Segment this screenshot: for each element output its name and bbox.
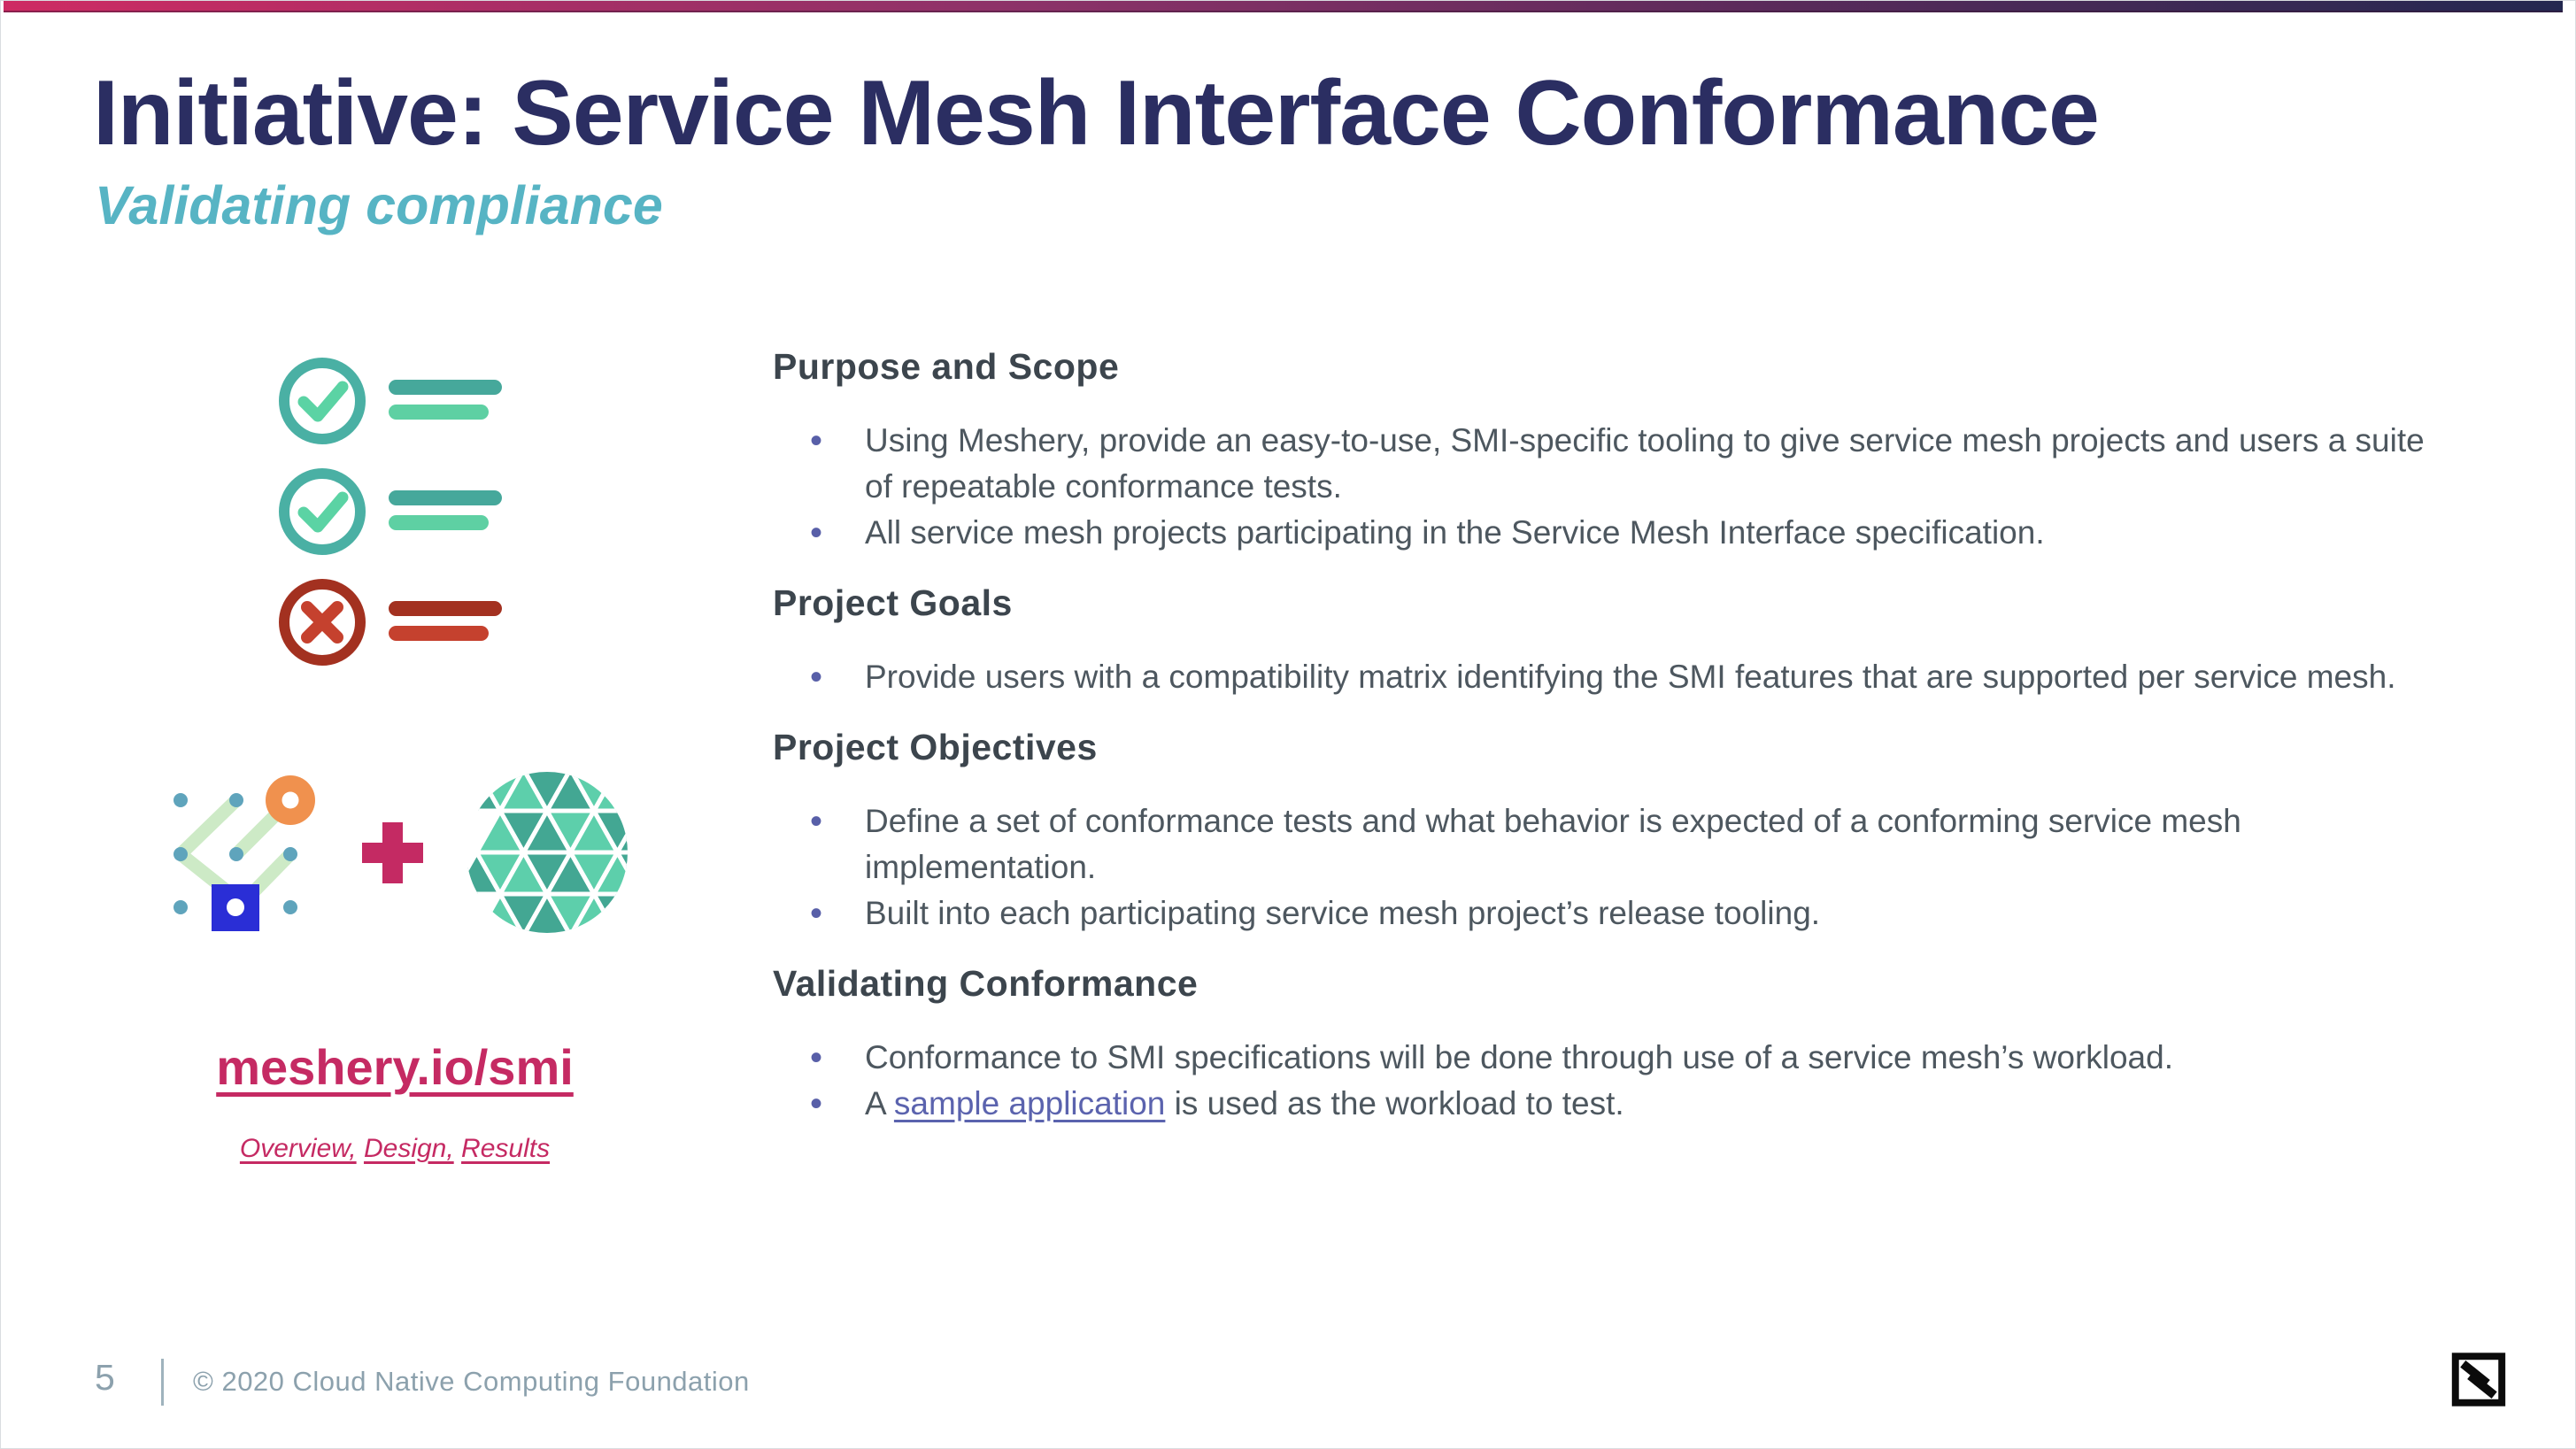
smi-logo <box>174 775 315 931</box>
section-purpose-and-scope: Purpose and Scope Using Meshery, provide… <box>773 346 2499 556</box>
section-heading: Project Objectives <box>773 727 1098 767</box>
page-subtitle: Validating compliance <box>95 175 663 235</box>
bullet-item: Conformance to SMI specifications will b… <box>773 1035 2455 1081</box>
bullet-item: Define a set of conformance tests and wh… <box>773 798 2455 890</box>
section-heading: Project Goals <box>773 582 1013 623</box>
list-line <box>389 405 489 420</box>
sample-application-link[interactable]: sample application <box>893 1085 1166 1121</box>
list-line <box>389 601 502 616</box>
section-heading: Purpose and Scope <box>773 346 1120 387</box>
bullet-item: Built into each participating service me… <box>773 890 2455 936</box>
footer-divider <box>161 1359 164 1406</box>
bullet-item: Provide users with a compatibility matri… <box>773 654 2455 700</box>
smi-plus-meshery-logos <box>174 772 628 933</box>
section-project-objectives: Project Objectives Define a set of confo… <box>773 727 2499 936</box>
meshery-smi-link[interactable]: meshery.io/smi <box>216 1039 574 1095</box>
list-line <box>389 490 502 505</box>
section-heading: Validating Conformance <box>773 963 1199 1004</box>
bullet-item: All service mesh projects participating … <box>773 510 2455 556</box>
list-line <box>389 515 489 530</box>
cncf-logo <box>2451 1353 2506 1407</box>
sublinks-row: Overview, Design, Results <box>204 1134 585 1164</box>
plus-icon <box>362 822 423 883</box>
copyright-text: © 2020 Cloud Native Computing Foundation <box>193 1366 750 1397</box>
list-line <box>389 626 489 641</box>
accent-gradient-bar <box>4 1 2563 12</box>
list-line <box>389 380 502 395</box>
bullet-item: A sample application is used as the work… <box>773 1081 2455 1127</box>
design-link[interactable]: Design, <box>363 1134 454 1163</box>
results-link[interactable]: Results <box>461 1134 551 1163</box>
check-circle-icon <box>279 358 366 444</box>
content-column: Purpose and Scope Using Meshery, provide… <box>773 346 2499 1153</box>
check-circle-icon <box>279 468 366 555</box>
x-circle-icon <box>279 579 366 666</box>
section-project-goals: Project Goals Provide users with a compa… <box>773 582 2499 700</box>
overview-link[interactable]: Overview, <box>239 1134 357 1163</box>
page-title: Initiative: Service Mesh Interface Confo… <box>93 62 2100 165</box>
meshery-logo <box>467 772 628 933</box>
page-number: 5 <box>95 1357 115 1398</box>
bullet-item: Using Meshery, provide an easy-to-use, S… <box>773 418 2455 510</box>
checklist-illustration <box>279 358 502 666</box>
section-validating-conformance: Validating Conformance Conformance to SM… <box>773 963 2499 1127</box>
